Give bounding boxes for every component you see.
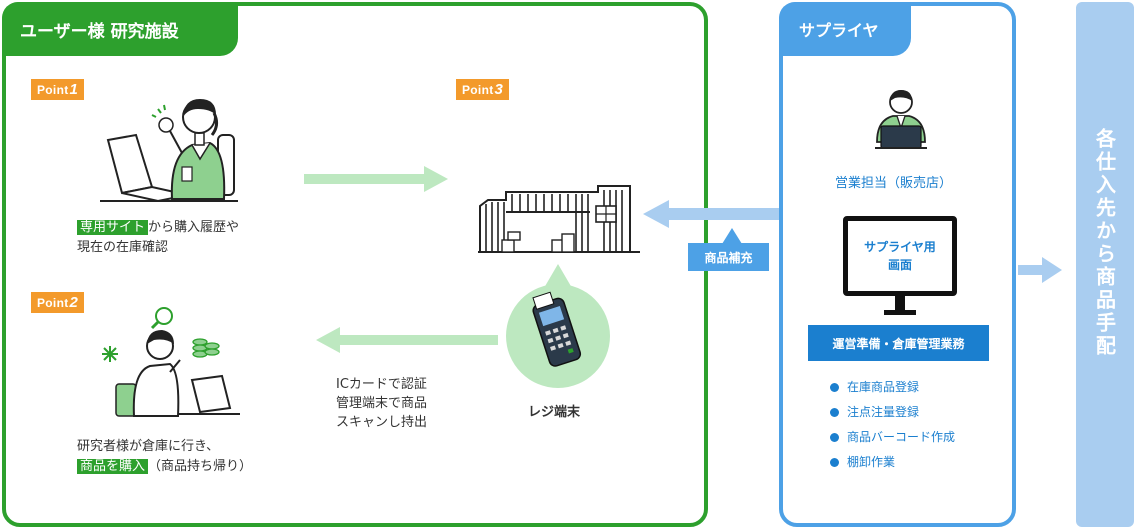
list-item: 注点注量登録 — [830, 403, 955, 428]
arrow-to-warehouse — [304, 166, 448, 192]
monitor-stand — [884, 296, 916, 315]
researcher-thinking-illustration — [102, 307, 240, 417]
point1-badge: Point1 — [31, 79, 85, 100]
researcher-laptop-illustration — [100, 99, 238, 203]
user-facility-panel: ユーザー様 研究施設 — [2, 2, 708, 527]
sales-rep-label: 営業担当（販売店） — [835, 176, 953, 191]
list-item: 在庫商品登録 — [830, 378, 955, 403]
list-item: 棚卸作業 — [830, 453, 955, 478]
warehouse-shelf-illustration — [478, 185, 640, 253]
arrow-to-procurement — [1018, 257, 1062, 283]
register-bubble — [506, 264, 610, 388]
register-label: レジ端末 — [528, 405, 581, 420]
point1-caption: 専用サイトから購入履歴や 現在の在庫確認 — [77, 220, 240, 255]
ops-label: 運営準備・倉庫管理業務 — [808, 325, 989, 361]
point2-badge: Point2 — [31, 292, 85, 313]
supplier-title: サプライヤ — [779, 2, 911, 56]
arrow-to-researcher — [316, 327, 498, 353]
restock-label: 商品補充 — [688, 243, 769, 271]
restock-label-pointer — [722, 228, 742, 244]
point2-caption: 研究者様が倉庫に行き、 商品を購入（商品持ち帰り） — [77, 439, 253, 474]
supplier-task-list: 在庫商品登録 注点注量登録 商品バーコード作成 棚卸作業 — [830, 378, 955, 478]
list-item: 商品バーコード作成 — [830, 428, 955, 453]
procurement-bar: 各仕入先から商品手配 — [1076, 2, 1134, 527]
point3-badge: Point3 — [456, 79, 510, 100]
ic-card-steps: ICカードで認証 管理端末で商品 スキャンし持出 — [336, 377, 428, 430]
procurement-label: 各仕入先から商品手配 — [1092, 128, 1117, 358]
user-facility-title: ユーザー様 研究施設 — [2, 2, 238, 56]
supplier-screen: サプライヤ用 画面 — [843, 216, 957, 296]
restock-arrow — [643, 200, 779, 228]
sales-rep-illustration — [875, 90, 927, 149]
